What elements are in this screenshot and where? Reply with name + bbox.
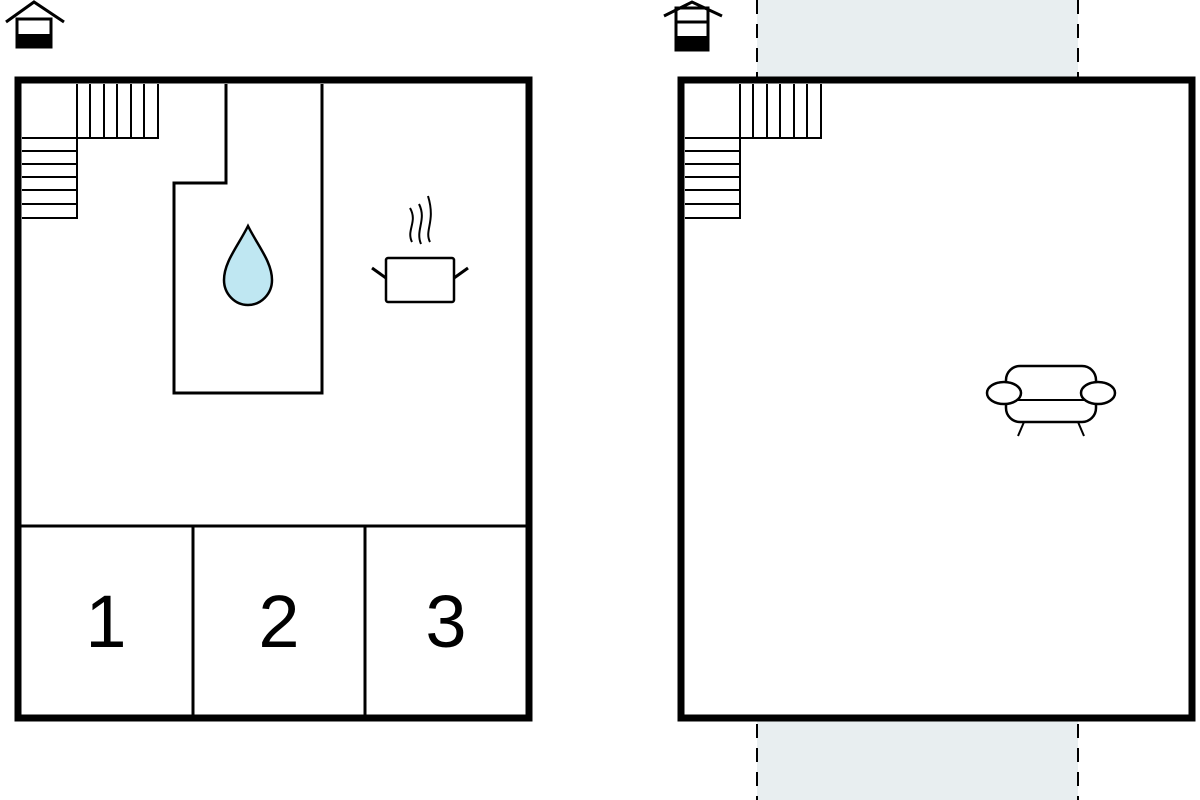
house-icon — [5, 0, 65, 49]
water-drop-icon — [222, 223, 274, 307]
stairs-icon — [22, 84, 159, 219]
bathroom-wall — [172, 84, 324, 395]
armchair-icon — [985, 364, 1117, 437]
outdoor-area-top — [757, 0, 1078, 78]
stairs-upper-icon — [685, 84, 822, 219]
ground-floor-outer-wall — [14, 76, 533, 722]
upper-floor-outer-wall — [677, 76, 1196, 722]
upper-floor-plan — [663, 0, 1196, 800]
room-1-label: 1 — [85, 580, 126, 663]
room-2-label: 2 — [258, 580, 299, 663]
cooking-pot-icon — [371, 195, 469, 304]
room-3-label: 3 — [425, 580, 466, 663]
ground-floor-plan: 1 2 3 — [5, 0, 533, 722]
outdoor-area-bottom — [757, 721, 1078, 800]
house-upper-icon — [663, 0, 723, 52]
